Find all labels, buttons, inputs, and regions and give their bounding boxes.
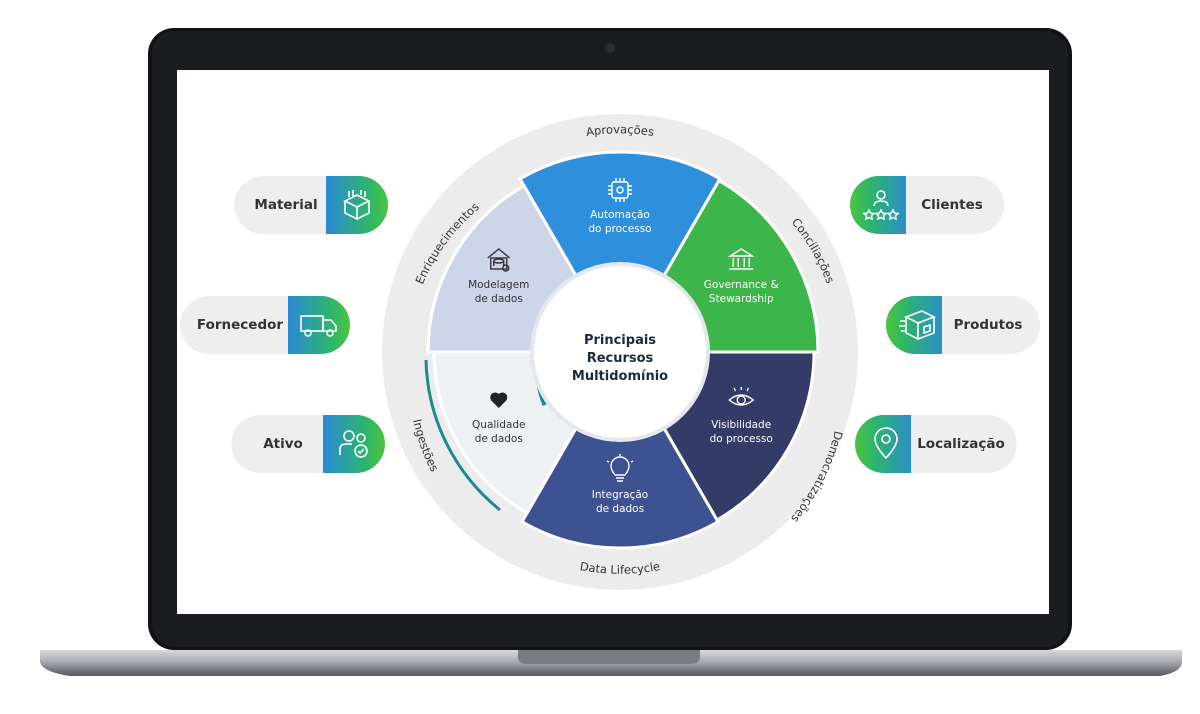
pill-label: Fornecedor [180, 296, 294, 354]
users-check-icon [323, 415, 385, 473]
pill-produtos[interactable]: Produtos [886, 296, 1040, 354]
pill-label: Ativo [231, 415, 329, 473]
package-icon [886, 296, 948, 354]
segment-label: Governance & [704, 279, 779, 291]
customer-rating-icon [850, 176, 912, 234]
center-line-2: Recursos [587, 351, 654, 366]
center-line-1: Principais [584, 333, 656, 348]
pill-label: Material [234, 176, 332, 234]
pill-ativo[interactable]: Ativo [231, 415, 385, 473]
segment-label: Automação [590, 209, 650, 221]
pill-label: Produtos [942, 296, 1040, 354]
ring-label-bottom: Data Lifecycle [579, 559, 661, 577]
segment-label: de dados [475, 433, 523, 445]
database-house-icon [487, 248, 511, 272]
pill-fornecedor[interactable]: Fornecedor [180, 296, 350, 354]
segment-label: de dados [475, 293, 523, 305]
pill-material[interactable]: Material [234, 176, 388, 234]
eye-icon [728, 387, 755, 406]
segment-label: do processo [710, 433, 773, 445]
gear-chip-icon [608, 178, 632, 202]
pill-label: Localização [911, 415, 1017, 473]
location-pin-icon [855, 415, 917, 473]
accent-arc-outer [424, 359, 501, 512]
segment-label: Modelagem [468, 279, 529, 291]
box-icon [326, 176, 388, 234]
pill-localizacao[interactable]: Localização [855, 415, 1017, 473]
segment-label: Integração [592, 489, 648, 501]
segment-label: Stewardship [709, 293, 774, 305]
pill-clientes[interactable]: Clientes [850, 176, 1004, 234]
center-circle [530, 262, 710, 442]
segment-label: Qualidade [472, 419, 525, 431]
pill-label: Clientes [906, 176, 1004, 234]
heart-icon [490, 392, 508, 408]
lightbulb-icon [606, 454, 634, 482]
truck-icon [288, 296, 350, 354]
segment-label: Visibilidade [711, 419, 771, 431]
bank-icon [727, 248, 755, 270]
segment-label: de dados [596, 503, 644, 515]
center-line-3: Multidomínio [572, 369, 668, 384]
segment-label: do processo [588, 223, 651, 235]
